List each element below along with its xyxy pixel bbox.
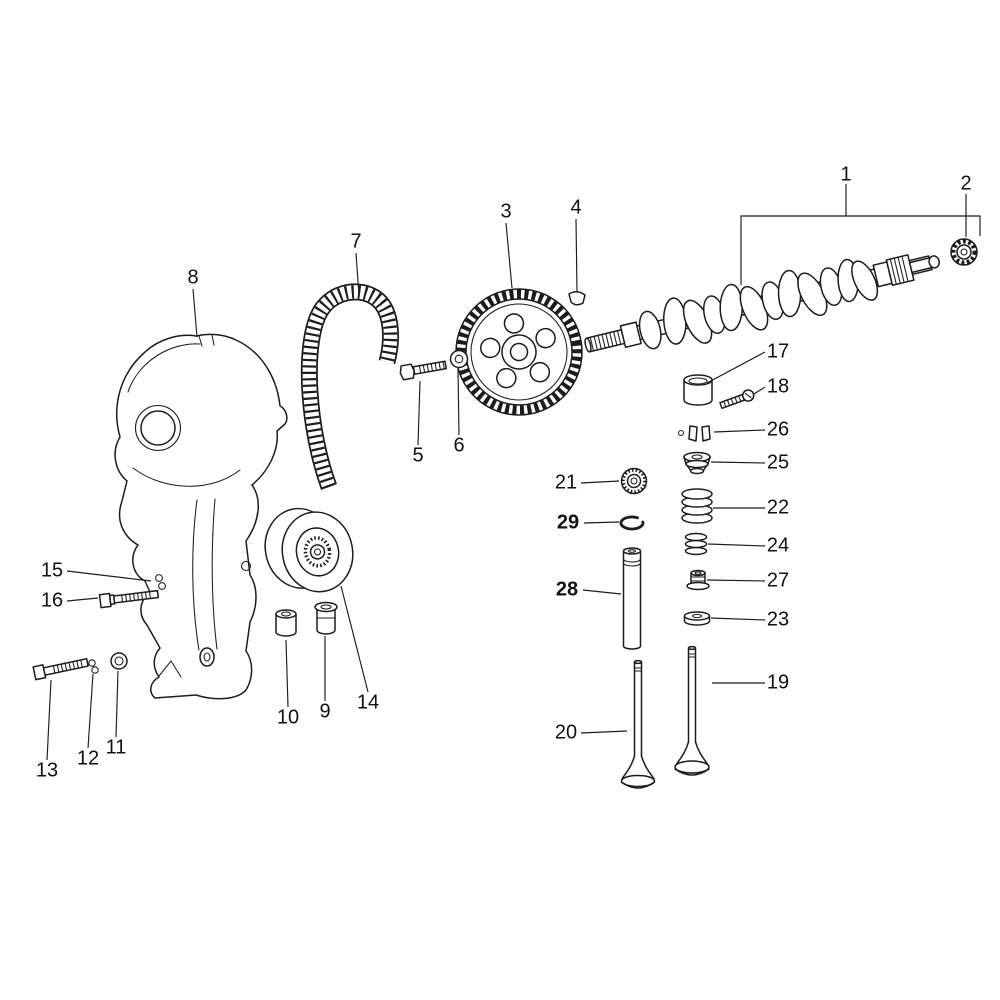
callout-number-13: 13 <box>36 759 58 781</box>
callout-number-24: 24 <box>767 534 789 556</box>
callout-leader-1-1 <box>740 215 981 285</box>
callout-leader-6 <box>457 368 460 436</box>
callout-number-10: 10 <box>277 706 299 728</box>
valve-guide <box>622 547 642 650</box>
adjusting-screw <box>719 389 755 410</box>
callout-leader-5 <box>417 380 421 446</box>
callout-number-11: 11 <box>106 736 127 758</box>
callout-number-29: 29 <box>557 511 579 533</box>
callout-leader-4 <box>575 218 578 293</box>
washer-11 <box>110 652 128 670</box>
spring-cap <box>620 467 648 495</box>
callout-number-22: 22 <box>767 496 789 518</box>
valve-19 <box>674 645 710 776</box>
spring-seat <box>683 611 711 626</box>
callout-leader-10 <box>285 639 289 708</box>
callout-leader-24 <box>707 543 766 547</box>
timing-belt <box>300 283 400 490</box>
spring-retainer <box>683 451 711 475</box>
tensioner-pulley <box>264 507 354 593</box>
callout-number-20: 20 <box>555 721 577 743</box>
callout-number-14: 14 <box>357 691 379 713</box>
snap-ring <box>619 515 645 531</box>
valve-20 <box>620 659 656 789</box>
callout-number-17: 17 <box>767 340 789 362</box>
callout-leader-15 <box>66 570 152 582</box>
callout-number-15: 15 <box>41 559 63 581</box>
callout-leader-14 <box>340 585 369 693</box>
callout-leader-8 <box>192 288 198 338</box>
callout-number-3: 3 <box>500 200 511 222</box>
callout-number-27: 27 <box>767 569 789 591</box>
valve-spring <box>681 488 713 524</box>
callout-number-21: 21 <box>555 471 577 493</box>
valve-keepers <box>677 425 711 442</box>
callout-leader-23 <box>710 617 766 621</box>
callout-number-8: 8 <box>187 266 198 288</box>
spacer-bushing-10 <box>275 609 297 637</box>
callout-leader-13 <box>46 679 52 761</box>
sprocket-washer <box>449 349 469 369</box>
bolt-13 <box>32 657 89 681</box>
retaining-clip-12 <box>88 659 99 674</box>
callout-number-25: 25 <box>767 451 789 473</box>
camshaft-sprocket <box>455 288 583 416</box>
callout-number-26: 26 <box>767 418 789 440</box>
callout-leader-25 <box>710 461 766 464</box>
callout-leader-11 <box>115 670 119 738</box>
cam-follower <box>683 374 713 406</box>
callout-number-28: 28 <box>556 578 578 600</box>
callout-number-19: 19 <box>767 671 789 693</box>
callout-number-16: 16 <box>41 589 63 611</box>
timing-cover <box>114 333 288 700</box>
callout-leader-17 <box>706 351 766 384</box>
bolt-16 <box>98 589 160 609</box>
callout-leader-7 <box>355 252 360 297</box>
callout-leader-18 <box>753 386 766 395</box>
callout-number-2: 2 <box>960 172 971 194</box>
callout-number-1: 1 <box>840 163 851 185</box>
callout-leader-28 <box>582 589 622 595</box>
callout-leader-21 <box>580 480 620 484</box>
callout-leader-12 <box>87 673 94 749</box>
valve-stem-seal <box>686 569 710 591</box>
callout-number-23: 23 <box>767 608 789 630</box>
callout-leader-29 <box>583 521 620 524</box>
callout-leader-20 <box>580 730 628 734</box>
sprocket-bolt <box>399 360 448 381</box>
callout-number-12: 12 <box>77 747 99 769</box>
callout-leader-16 <box>66 597 99 602</box>
callout-number-4: 4 <box>570 196 581 218</box>
callout-number-7: 7 <box>350 230 361 252</box>
inner-spring <box>684 532 708 556</box>
cover-hole <box>140 410 176 446</box>
callout-number-6: 6 <box>453 434 464 456</box>
camshaft <box>584 254 940 353</box>
callout-leader-26 <box>713 429 766 433</box>
callout-number-5: 5 <box>412 444 423 466</box>
retaining-clip-15 <box>155 574 166 590</box>
spacer-bushing-9 <box>314 601 338 635</box>
callout-leader-3 <box>505 222 513 289</box>
drive-gear <box>950 238 978 266</box>
callout-number-9: 9 <box>319 700 330 722</box>
woodruff-key <box>568 291 586 306</box>
callout-leader-27 <box>706 579 766 582</box>
callout-number-18: 18 <box>767 375 789 397</box>
